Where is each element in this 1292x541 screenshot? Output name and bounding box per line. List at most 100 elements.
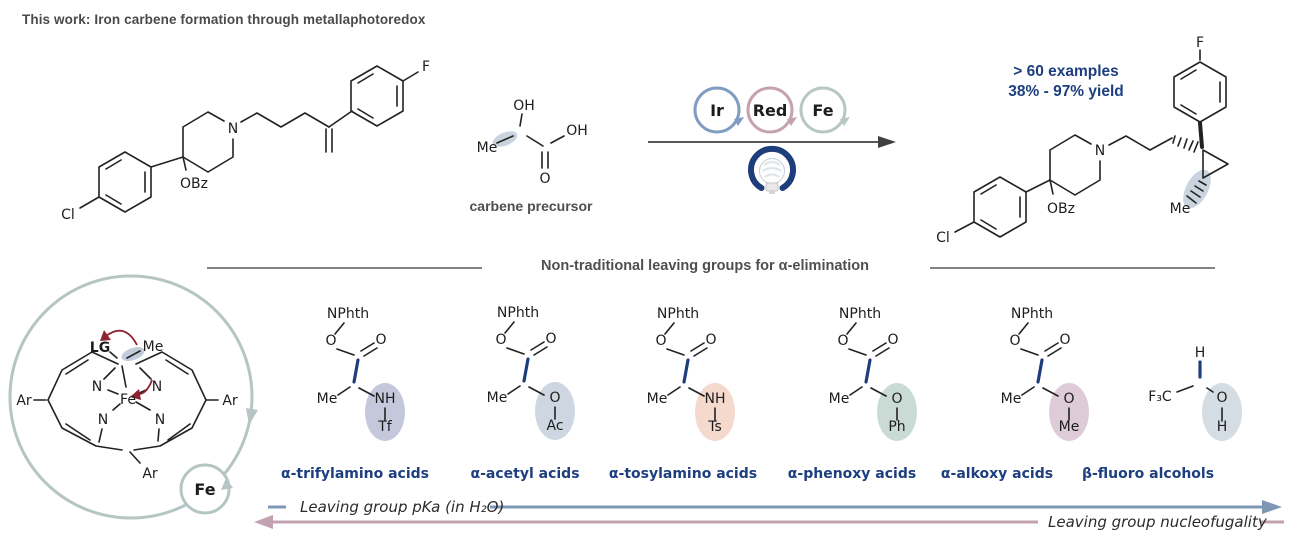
product-chlorophenyl-ring [973, 176, 1027, 238]
porphyrin-n3-label: N [98, 412, 108, 428]
nucleofugality-axis-arrow [254, 515, 1284, 529]
cycle-fe-center-label: Fe [120, 392, 136, 408]
lg2-o-ester: O [495, 332, 506, 348]
reactant-n-label: N [228, 121, 238, 137]
cycle-me-label: Me [143, 339, 164, 355]
lg6-h-bottom: H [1217, 419, 1228, 435]
product-me-label: Me [1170, 201, 1191, 217]
product-stats: > 60 examples 38% - 97% yield [1008, 62, 1123, 102]
reactant-cl-label: Cl [61, 207, 75, 223]
product-f-label: F [1196, 35, 1204, 51]
lg1-o-keto: O [375, 332, 386, 348]
chlorophenyl-ring [98, 151, 152, 213]
mech-arrow1-head [100, 330, 111, 341]
lg3-sub: Ts [707, 419, 722, 435]
cycle-big-arrowhead [246, 408, 258, 425]
lg6-f3c: F₃C [1148, 389, 1172, 405]
precursor-me-label: Me [477, 140, 498, 156]
fe-badge-ring [179, 463, 231, 515]
red-label: Red [753, 101, 788, 120]
lg2-me: Me [487, 390, 508, 406]
nucleofugality-axis-label: Leaving group nucleofugality [1048, 513, 1267, 531]
lightbulb-icon [748, 145, 796, 194]
lg5-lg-atom: O [1063, 391, 1074, 407]
lg4-o-ester: O [837, 333, 848, 349]
reaction-arrowhead [878, 136, 896, 148]
pka-axis-arrow [268, 500, 1282, 514]
lg3-name: α-tosylamino acids [608, 466, 758, 482]
lg5-name: α-alkoxy acids [940, 466, 1054, 482]
reactant-molecule: Cl OBz N F [61, 59, 430, 223]
lg6-name: β-fluoro alcohols [1081, 466, 1215, 482]
product-obz-label: OBz [1047, 201, 1075, 217]
lg4-o-keto: O [887, 332, 898, 348]
lg4-me: Me [829, 391, 850, 407]
lg5-sub: Me [1059, 419, 1080, 435]
lg4-sub: Ph [888, 419, 905, 435]
lg4-lg-atom: O [891, 391, 902, 407]
fe-cycle-arrowhead [840, 117, 850, 126]
porphyrin-ar-right-label: Ar [222, 393, 238, 409]
lg4-nphth: NPhth [839, 306, 881, 322]
lg3-nphth: NPhth [657, 306, 699, 322]
lg1-nphth: NPhth [327, 306, 369, 322]
section-divider-label: Non-traditional leaving groups for α-eli… [541, 258, 869, 274]
nucleofugality-arrowhead [254, 515, 273, 529]
fluorophenyl-ring [350, 65, 404, 127]
red-cycle-ring [746, 86, 794, 134]
lg6-structure: F₃C H O H [1148, 345, 1227, 435]
lg5-o-ester: O [1009, 333, 1020, 349]
lg4-name: α-phenoxy acids [787, 466, 917, 482]
fe-cycle-ring [799, 86, 847, 134]
lg1-lg-atom: NH [375, 391, 396, 407]
catalyst-circles: Ir Red Fe [693, 86, 850, 134]
lg5-me: Me [1001, 391, 1022, 407]
pka-arrowhead [1262, 500, 1282, 514]
yield-range: 38% - 97% yield [1008, 83, 1124, 100]
porphyrin-ar-bottom-label: Ar [142, 466, 158, 482]
lg6-h-top: H [1195, 345, 1206, 361]
red-cycle-arrowhead [787, 117, 797, 126]
lg1-sub: Tf [377, 419, 393, 435]
lg2-sub: Ac [546, 418, 563, 434]
mech-arrow2-head [130, 389, 141, 400]
lg3-me: Me [647, 391, 668, 407]
lg1-o-ester: O [325, 333, 336, 349]
fe-badge-arrowhead [221, 478, 233, 490]
precursor-oh-right-label: OH [566, 123, 588, 139]
examples-count: > 60 examples [1013, 63, 1119, 80]
lg2-name: α-acetyl acids [470, 466, 580, 482]
pka-axis-label: Leaving group pKa (in H₂O) [300, 498, 505, 516]
lg2-nphth: NPhth [497, 305, 539, 321]
lg5-o-keto: O [1059, 332, 1070, 348]
lg2-o-keto: O [545, 331, 556, 347]
lg5-nphth: NPhth [1011, 306, 1053, 322]
lg1-me: Me [317, 391, 338, 407]
lg-structures: NPhth O O Me NH Tf NPhth O O Me O Ac NPh… [317, 305, 1228, 435]
precursor-o-label: O [539, 171, 550, 187]
fe-label: Fe [812, 101, 833, 120]
lg3-lg-atom: NH [705, 391, 726, 407]
porphyrin: LG Me Fe N N N N Ar Ar Ar [16, 329, 238, 482]
lg2-lg-atom: O [549, 390, 560, 406]
reactant-f-label: F [422, 59, 430, 75]
precursor-caption: carbene precursor [469, 198, 593, 214]
lg3-o-keto: O [705, 332, 716, 348]
cycle-big-ring [8, 274, 254, 520]
porphyrin-n2-label: N [152, 379, 162, 395]
precursor-oh-top-label: OH [513, 98, 535, 114]
figure-title: This work: Iron carbene formation throug… [22, 12, 426, 27]
catalytic-cycle: LG Me Fe N N N N Ar Ar Ar Fe [8, 274, 258, 520]
fe-badge-label: Fe [194, 480, 215, 499]
porphyrin-ar-left-label: Ar [16, 393, 32, 409]
ir-cycle-ring [693, 86, 741, 134]
product-molecule: Cl OBz N F Me [936, 35, 1229, 246]
product-cl-label: Cl [936, 230, 950, 246]
product-fluorophenyl-ring [1173, 61, 1227, 123]
reaction-arrow [648, 136, 896, 148]
porphyrin-n1-label: N [92, 379, 102, 395]
lg3-o-ester: O [655, 333, 666, 349]
ir-label: Ir [710, 101, 724, 120]
reactant-obz-label: OBz [180, 176, 208, 192]
